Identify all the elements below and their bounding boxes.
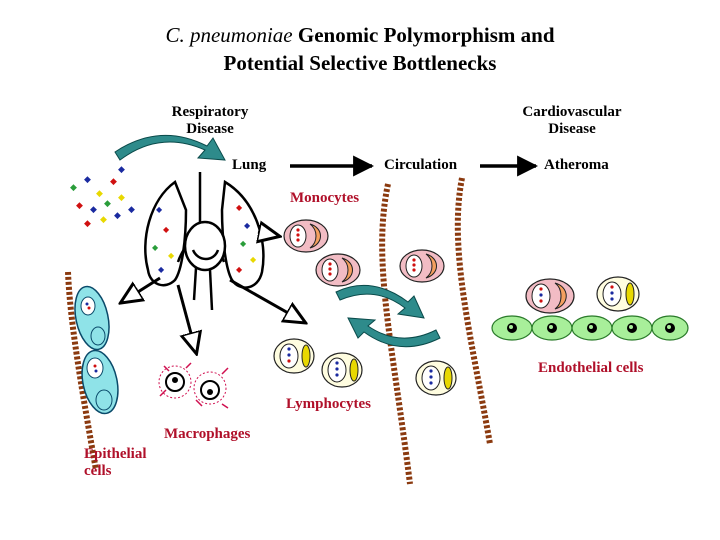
svg-text:◆: ◆ [114,210,121,220]
respiratory-line-2: Disease [186,121,234,137]
lymphocyte-cell-icon [273,338,315,374]
cardiovascular-line-1: Cardiovascular [522,104,622,120]
arrow-to-monocytes [258,232,278,236]
lymphocytes-label: Lymphocytes [286,396,372,412]
endothelial-cell-icon [571,315,613,341]
monocytes-label: Monocytes [290,190,360,206]
svg-text:◆: ◆ [118,192,125,202]
endothelial-cell-icon [611,315,653,341]
svg-text:◆: ◆ [250,255,257,264]
svg-text:◆: ◆ [128,204,135,214]
lymphocyte-cell-icon [415,360,457,396]
title-line-1-rest: Genomic Polymorphism and [292,23,555,47]
svg-text:◆: ◆ [244,221,251,230]
respiratory-disease-label: Respiratory Disease [160,104,260,138]
svg-text:◆: ◆ [156,205,163,214]
epithelial-cell-icon [81,349,119,415]
title-line-1: C. pneumoniae Genomic Polymorphism and [0,22,720,48]
bacteria-dots: ◆ ◆ ◆ ◆ ◆ ◆ ◆ ◆ ◆ ◆ ◆ ◆ ◆ [70,164,135,228]
svg-text:◆: ◆ [236,203,243,212]
curved-arrow-icon [347,317,441,348]
lung-dots: ◆ ◆ ◆ ◆ ◆ ◆ ◆ ◆ ◆ ◆ [152,203,257,274]
epithelial-cell-icon [74,285,110,351]
atheroma-label: Atheroma [544,157,609,173]
species-name: C. pneumoniae [165,23,293,47]
svg-text:◆: ◆ [240,239,247,248]
monocyte-cell-icon [315,253,361,287]
svg-text:◆: ◆ [163,225,170,234]
endothelial-cell-icon [651,315,689,341]
endothelial-cells-label: Endothelial cells [538,360,644,376]
svg-text:◆: ◆ [84,218,91,228]
monocyte-cell-icon [399,249,445,283]
svg-text:◆: ◆ [90,204,97,214]
macrophage-icon [158,362,229,409]
arrow-to-macrophages [176,284,196,352]
svg-text:◆: ◆ [96,188,103,198]
svg-text:◆: ◆ [104,198,111,208]
blood-vessel-wall [379,183,413,485]
lung-label: Lung [232,157,267,173]
endothelial-cell-icon [491,315,533,341]
svg-text:◆: ◆ [76,200,83,210]
svg-text:◆: ◆ [118,164,125,174]
monocyte-cell-icon [525,278,575,314]
monocyte-cell-icon [283,219,329,253]
svg-text:◆: ◆ [158,265,165,274]
lung-illustration [144,172,265,311]
svg-text:◆: ◆ [236,265,243,274]
lymphocyte-cell-icon [321,352,363,388]
endothelial-cell-icon [531,315,573,341]
svg-text:◆: ◆ [84,174,91,184]
curved-arrow-icon [114,134,226,161]
svg-text:◆: ◆ [168,251,175,260]
circulation-label: Circulation [384,157,458,173]
epithelial-line-1: Epithelial [84,446,147,462]
cardiovascular-disease-label: Cardiovascular Disease [508,104,636,138]
epithelial-line-2: cells [84,463,112,479]
svg-text:◆: ◆ [152,243,159,252]
epithelial-cells-label: Epithelial cells [84,446,147,480]
svg-text:◆: ◆ [70,182,77,192]
arrow-to-lymphocytes [229,278,304,322]
macrophages-label: Macrophages [164,426,251,442]
title-line-2: Potential Selective Bottlenecks [223,51,497,75]
svg-text:◆: ◆ [110,176,117,186]
blood-vessel-wall [454,177,493,445]
cardiovascular-line-2: Disease [548,121,596,137]
lymphocyte-cell-icon [596,276,640,312]
svg-text:◆: ◆ [100,214,107,224]
arrow-to-epithelial [122,276,161,302]
respiratory-line-1: Respiratory [171,104,249,120]
curved-arrow-icon [335,285,425,319]
